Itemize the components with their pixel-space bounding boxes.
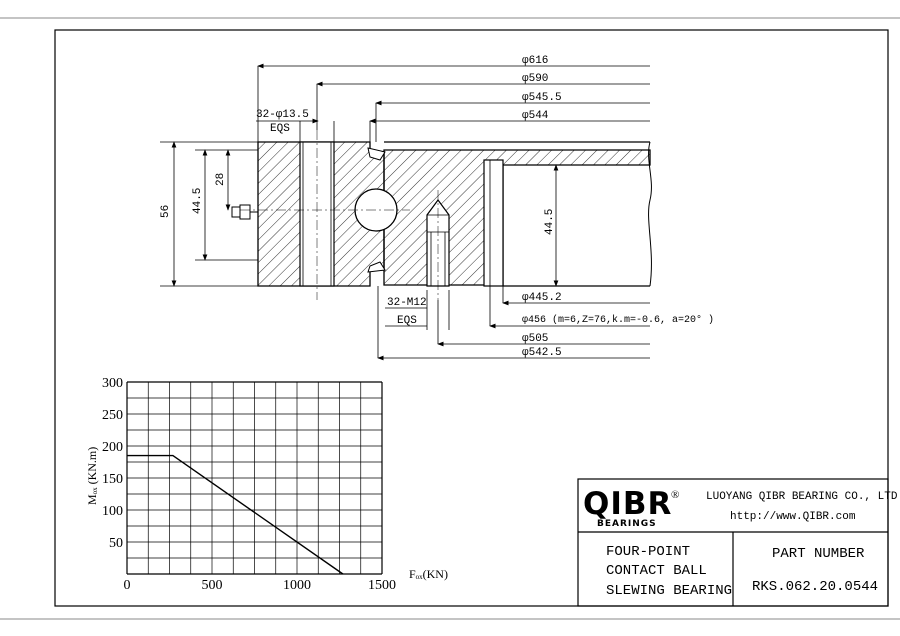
x-tick-label: 0: [124, 578, 131, 593]
description-line-1: FOUR-POINT: [606, 544, 690, 560]
dim-d545-5: φ545.5: [522, 92, 562, 104]
dimension-lines: [160, 63, 650, 361]
dim-d445-2: φ445.2: [522, 292, 562, 304]
y-tick-label: 300: [102, 376, 123, 391]
gear-teeth: [483, 159, 504, 287]
dim-d505: φ505: [522, 333, 548, 345]
dim-d544: φ544: [522, 110, 549, 122]
dim-tapped-eqs: EQS: [397, 315, 417, 327]
dim-holes-eqs: EQS: [270, 123, 290, 135]
dim-holes: 32-φ13.5: [256, 109, 309, 121]
y-tick-label: 150: [102, 472, 123, 487]
dim-d590: φ590: [522, 73, 548, 85]
inner-ring: [383, 149, 651, 286]
part-number-label: PART NUMBER: [772, 546, 865, 562]
y-tick-label: 100: [102, 504, 123, 519]
chart-xlabel: Fₒₓ(KN): [409, 567, 448, 581]
y-tick-label: 50: [109, 536, 123, 551]
company-url: http://www.QIBR.com: [730, 511, 856, 523]
drawing-frame: [54, 29, 889, 607]
dim-h28: 28: [215, 173, 227, 186]
dim-h44-5-left: 44.5: [192, 188, 204, 214]
load-curve-line: [127, 454, 344, 575]
seal-bottom: [367, 261, 386, 273]
y-tick-label: 200: [102, 440, 123, 455]
dim-d542-5: φ542.5: [522, 347, 562, 359]
load-chart: 50 100 150 200 250 300 0 500 1000 1500: [102, 376, 396, 593]
company-name: LUOYANG QIBR BEARING CO., LTD: [706, 491, 898, 503]
dim-h56: 56: [160, 205, 172, 218]
logo-registered-mark: ®: [671, 489, 679, 501]
dim-h44-5-right: 44.5: [544, 209, 556, 235]
description-line-2: CONTACT BALL: [606, 563, 707, 579]
grease-nipple: [231, 204, 258, 220]
logo-subtext: BEARINGS: [597, 519, 657, 529]
dim-tapped: 32-M12: [387, 297, 427, 309]
chart-ylabel: Mₒₓ (KN.m): [85, 447, 99, 505]
part-number-value: RKS.062.20.0544: [752, 579, 878, 595]
x-tick-label: 1500: [368, 578, 396, 593]
dim-d456: φ456 (m=6,Z=76,k.m=-0.6, a=20° ): [522, 314, 714, 326]
y-tick-label: 250: [102, 408, 123, 423]
x-tick-label: 500: [202, 578, 223, 593]
title-block: [577, 478, 889, 607]
seal-top: [367, 147, 386, 161]
x-tick-label: 1000: [283, 578, 311, 593]
dim-d616: φ616: [522, 55, 548, 67]
company-logo: QIBR: [583, 486, 672, 522]
bearing-cross-section: [231, 130, 652, 300]
description-line-3: SLEWING BEARING: [606, 583, 732, 599]
